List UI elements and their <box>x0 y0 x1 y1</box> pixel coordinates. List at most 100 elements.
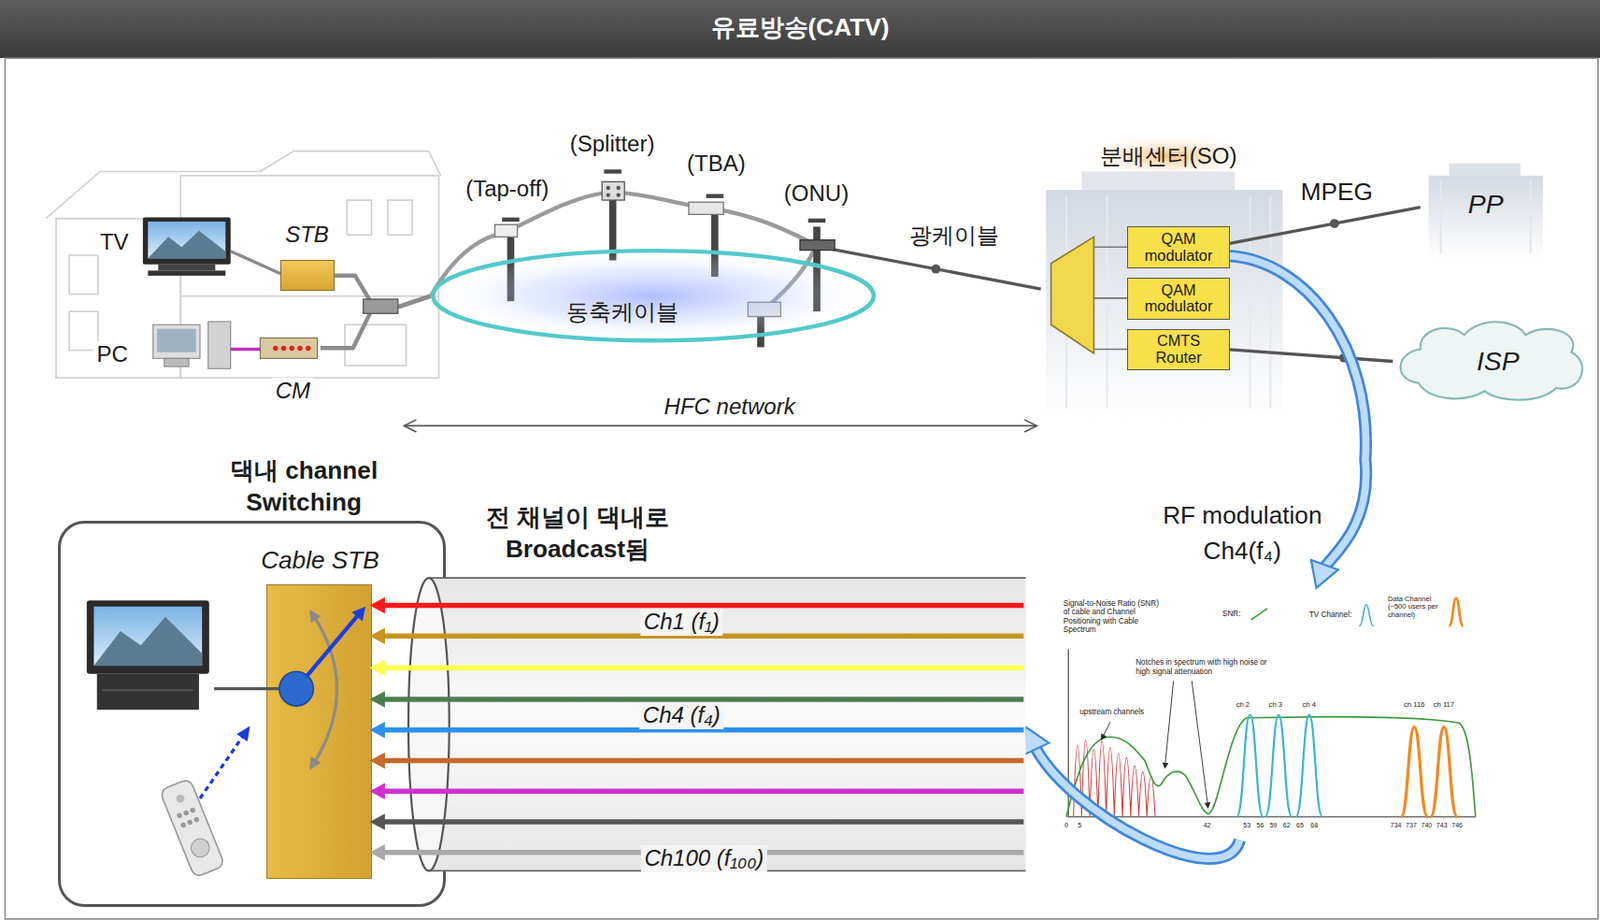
channel-cylinder <box>381 664 1024 670</box>
home-tv <box>97 673 200 710</box>
pp-building <box>1428 175 1543 260</box>
legend-label: SNR: <box>1222 609 1249 619</box>
spectrum-chart <box>1448 598 1463 626</box>
home-panel: 댁내 channel SwitchingCable STB <box>57 520 446 907</box>
connector <box>1229 349 1394 363</box>
qam-modulator: QAM modulator <box>1127 277 1229 320</box>
remote-control <box>174 793 186 804</box>
part-label: (Splitter) <box>570 130 656 158</box>
node-label: 동축케이블 <box>566 299 679 327</box>
tv-cable <box>230 251 282 274</box>
stb-switch <box>309 756 321 771</box>
so-building <box>1081 171 1235 192</box>
channel-cylinder <box>369 843 385 860</box>
connector <box>320 296 431 349</box>
tv-set <box>157 264 215 272</box>
node-label: 65 <box>1296 821 1304 830</box>
set-top-box: STB <box>280 259 335 291</box>
remote-control <box>193 815 200 823</box>
pp-building <box>1428 163 1543 260</box>
pc <box>153 324 200 358</box>
node-label: CM <box>271 377 314 405</box>
home-tv <box>86 600 210 710</box>
cable-modem <box>281 345 286 351</box>
channel-cylinder <box>369 721 385 738</box>
channel-cylinder: 전 채널이 댁내로 Broadcast됨Ch1 (f₁)Ch4 (f₄)Ch10… <box>408 576 1027 873</box>
channel-cylinder <box>381 818 1024 824</box>
connector <box>1229 207 1421 244</box>
cable-dot <box>931 264 942 274</box>
hfc-span-arrow <box>403 419 1037 432</box>
house-sketch <box>180 295 439 298</box>
spectrum-chart <box>1103 680 1208 802</box>
box-label: QAM modulator <box>1131 282 1225 315</box>
tv-set <box>147 230 226 258</box>
program-provider: PP <box>1420 168 1552 260</box>
utility-pole <box>501 217 520 222</box>
utility-pole <box>603 169 622 173</box>
edge-label: MPEG <box>1300 177 1373 207</box>
node-label: ISP <box>1476 344 1520 377</box>
cable-modem: CM <box>257 332 321 364</box>
node-label: 746 <box>1451 821 1463 830</box>
panel-frame <box>4 57 1598 919</box>
so-building <box>1106 196 1109 409</box>
spectrum-chart <box>1165 680 1174 762</box>
spectrum-chart <box>1056 586 1475 841</box>
remote-control <box>186 818 194 826</box>
pc <box>164 357 189 367</box>
cable-modem <box>259 337 317 358</box>
pp-building <box>1448 163 1520 178</box>
hfc-span-arrow <box>1024 419 1037 432</box>
so-building <box>1045 189 1283 421</box>
part-label: TV <box>97 228 132 257</box>
connector <box>1023 726 1241 858</box>
connector-line <box>1229 349 1394 362</box>
node-label: 댁내 channel Switching <box>201 454 406 518</box>
box-label: CMTS Router <box>1131 332 1225 366</box>
house-sketch <box>45 151 442 378</box>
distribution-center: 분배센터(SO)QAM modulatorQAM modulatorCMTS R… <box>1041 142 1292 421</box>
node-label: ch 4 <box>1302 700 1316 709</box>
house-sketch <box>180 175 439 378</box>
coax-ring-outline <box>432 251 874 342</box>
remote-signal <box>200 725 251 799</box>
cable-modem <box>305 345 311 351</box>
part-label: HFC network <box>664 393 796 421</box>
node-label: 734 <box>1390 821 1402 830</box>
channel-cylinder <box>381 787 1024 793</box>
legend-label: TV Channel: <box>1309 610 1358 620</box>
hfc-span-arrow <box>403 419 416 432</box>
home-tv <box>86 600 210 674</box>
home-tv <box>101 688 194 691</box>
remote-control <box>180 821 187 829</box>
node-label: ch 2 <box>1236 700 1250 709</box>
node-label: 56 <box>1256 821 1264 830</box>
spectrum-chart <box>1191 680 1208 802</box>
spectrum-chart <box>1358 604 1373 627</box>
house-sketch <box>387 200 413 235</box>
node-label: upstream channels <box>1079 707 1158 717</box>
node-label: 740 <box>1420 821 1432 830</box>
channel-cylinder <box>381 757 1024 763</box>
spectrum-chart <box>1056 586 1476 841</box>
spectrum-chart <box>1162 761 1170 769</box>
part-label: (Tap-off) <box>465 175 549 203</box>
stb-switch <box>312 614 337 767</box>
remote-control <box>183 809 190 816</box>
spectrum-chart <box>1103 721 1111 735</box>
pp-building <box>1441 179 1531 254</box>
node-label: 0 <box>1064 821 1069 830</box>
channel-cylinder <box>369 658 385 675</box>
house-sketch <box>69 255 99 295</box>
lan-cable <box>230 347 261 351</box>
qam-modulator: QAM modulator <box>1127 226 1229 269</box>
connector-line <box>320 296 431 349</box>
node-label: Cable STB <box>260 545 380 575</box>
node-label: Ch4 (f₄) <box>640 701 725 729</box>
spectrum-chart <box>1236 714 1323 816</box>
remote-signal <box>236 725 250 741</box>
legend-label: Data Channel (~500 users per channel) <box>1387 595 1446 620</box>
node-label: PP <box>1468 187 1504 220</box>
network-device <box>495 224 518 237</box>
